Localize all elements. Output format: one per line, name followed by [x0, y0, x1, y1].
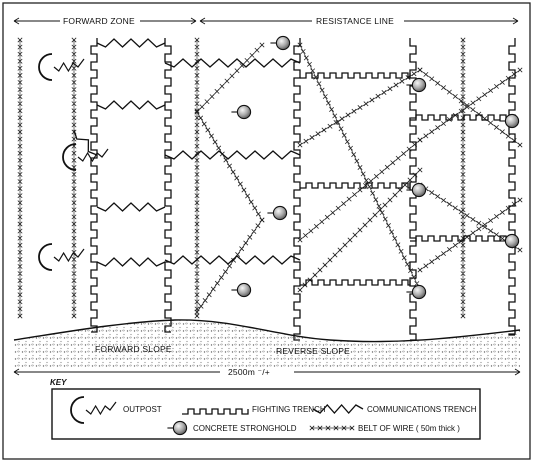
fighting-trench — [300, 72, 411, 79]
wire-belt-diagonal — [297, 67, 423, 148]
outposts — [38, 53, 109, 271]
key-label-fighting-trench: FIGHTING TRENCH — [252, 405, 326, 414]
communications-trench — [96, 100, 166, 110]
communications-trench — [96, 38, 166, 48]
concrete-stronghold-icon — [406, 284, 427, 300]
key-wire-belt-icon — [309, 425, 355, 431]
distance-label: 2500m ⁻/+ — [228, 367, 270, 377]
communications-trench — [73, 129, 98, 156]
wire-belt-diagonal — [417, 67, 523, 148]
communications-trench — [96, 202, 166, 212]
key-title: KEY — [50, 378, 67, 387]
resistance-line-label: RESISTANCE LINE — [316, 16, 394, 26]
fighting-trench — [164, 38, 172, 333]
zone-header: FORWARD ZONE RESISTANCE LINE — [13, 16, 519, 26]
wire-belt-vertical — [71, 37, 77, 319]
wire-belt-vertical — [460, 37, 466, 319]
wire-belt-diagonal — [194, 42, 265, 115]
key-box — [51, 388, 481, 440]
outpost-icon — [38, 53, 85, 81]
wire-belt-diagonal — [297, 167, 423, 293]
ground-profile — [13, 319, 521, 368]
communications-trenches — [73, 38, 301, 267]
communications-trench — [164, 58, 301, 68]
forward-slope-label: FORWARD SLOPE — [95, 344, 172, 354]
wire-belt-diagonal — [297, 137, 423, 243]
concrete-stronghold-icon — [267, 205, 288, 221]
key-outpost-icon — [70, 396, 117, 424]
key-label-concrete-stronghold: CONCRETE STRONGHOLD — [193, 424, 297, 433]
concrete-stronghold-icon — [406, 182, 427, 198]
fighting-trench — [410, 235, 516, 242]
reverse-slope-label: REVERSE SLOPE — [276, 346, 350, 356]
wire-belts — [17, 37, 523, 319]
communications-trench — [164, 255, 301, 265]
distance-scale: 2500m ⁻/+ — [13, 367, 521, 377]
wire-belt-vertical — [194, 37, 200, 319]
key-label-belt-of-wire: BELT OF WIRE ( 50m thick ) — [358, 424, 460, 433]
wire-belt-diagonal — [194, 217, 265, 315]
fighting-trench — [300, 182, 411, 189]
concrete-strongholds — [231, 35, 520, 300]
wire-belt-diagonal — [297, 42, 423, 293]
concrete-stronghold-icon — [270, 35, 291, 51]
fighting-trench — [293, 38, 301, 341]
communications-trench — [164, 150, 301, 160]
concrete-stronghold-icon — [231, 104, 252, 120]
outpost-icon — [62, 143, 109, 171]
communications-trench — [96, 257, 166, 267]
key-communications-trench-icon — [312, 404, 364, 414]
fighting-trench — [508, 38, 516, 336]
wire-belt-diagonal — [417, 67, 523, 143]
concrete-stronghold-icon — [406, 77, 427, 93]
wire-belt-vertical — [17, 37, 23, 319]
concrete-stronghold-icon — [499, 233, 520, 249]
key-fighting-trench-icon — [182, 408, 249, 415]
key-panel: KEY OUTPOST FIGHTING TRENCH COMMUNICATIO… — [50, 378, 481, 440]
fighting-trench — [300, 279, 411, 286]
fighting-trench — [410, 114, 516, 121]
fighting-trench — [90, 38, 98, 333]
fighting-trenches — [90, 38, 516, 341]
key-symbols — [70, 396, 364, 436]
forward-zone-label: FORWARD ZONE — [63, 16, 135, 26]
key-label-communications-trench: COMMUNICATIONS TRENCH — [367, 405, 477, 414]
concrete-stronghold-icon — [231, 282, 252, 298]
concrete-stronghold-icon — [499, 113, 520, 129]
wire-belt-diagonal — [194, 109, 265, 223]
key-label-outpost: OUTPOST — [123, 405, 162, 414]
key-concrete-stronghold-icon — [167, 420, 188, 436]
outpost-icon — [38, 243, 85, 271]
wire-belt-diagonal — [417, 197, 523, 273]
